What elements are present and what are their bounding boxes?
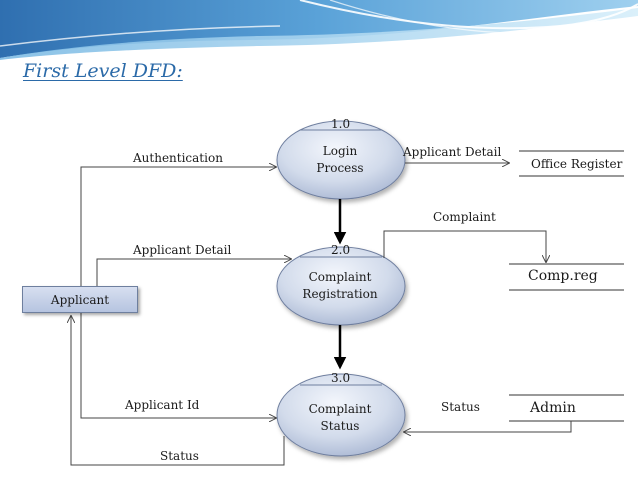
flow-label-applicant-detail-registration: Applicant Detail (133, 243, 232, 257)
flow-label-status-admin: Status (441, 400, 480, 414)
flow-label-complaint: Complaint (433, 210, 496, 224)
flow-complaint (383, 230, 546, 262)
process-3-number: 3.0 (331, 371, 351, 385)
store-office-register-lines (519, 150, 624, 177)
page-title: First Level DFD: (23, 60, 183, 82)
entity-label: Applicant (50, 292, 110, 307)
flow-authentication (80, 167, 276, 286)
store-office-register: Office Register (531, 157, 623, 171)
flow-label-authentication: Authentication (133, 151, 223, 165)
store-comp-reg-lines (509, 263, 624, 291)
store-admin: Admin (530, 400, 576, 416)
process-3-name: Complaint Status (308, 402, 372, 433)
process-2-number: 2.0 (331, 243, 351, 257)
flow-applicant-id (80, 313, 276, 418)
external-entity-applicant: Applicant (22, 286, 138, 313)
process-2-name: Complaint Registration (302, 270, 378, 301)
flow-status-from-admin (404, 421, 572, 432)
process-1-number: 1.0 (331, 117, 351, 131)
flow-label-applicant-id: Applicant Id (125, 398, 200, 412)
header-banner (0, 0, 638, 60)
flow-label-applicant-detail-register: Applicant Detail (403, 145, 502, 159)
flow-label-status-applicant: Status (160, 449, 199, 463)
flow-applicant-detail-registration (96, 259, 291, 286)
store-comp-reg: Comp.reg (528, 268, 598, 284)
process-3-shape (276, 373, 406, 457)
process-1-name: Login Process (316, 144, 364, 175)
flow-status-to-applicant (71, 316, 285, 466)
store-admin-lines (509, 394, 624, 422)
